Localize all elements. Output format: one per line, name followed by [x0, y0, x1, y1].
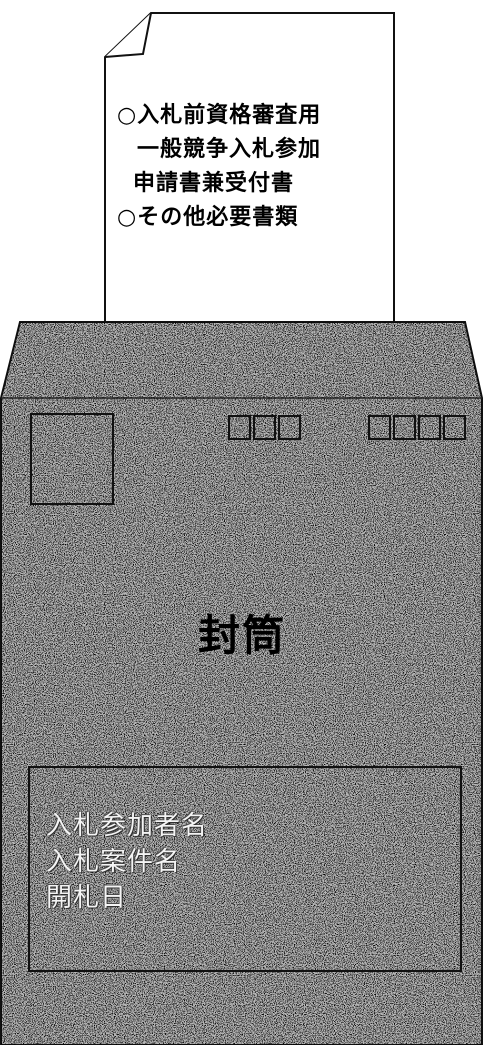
postal-code-box: [443, 415, 466, 440]
stamp-area: [30, 413, 114, 505]
address-line-project: 入札案件名: [46, 847, 182, 877]
document-text: ○入札前資格審査用 一般競争入札参加 申請書兼受付書 ○その他必要書類: [117, 99, 396, 235]
postal-code-box: [393, 415, 416, 440]
postal-code-box: [253, 415, 276, 440]
document-line: ○その他必要書類: [117, 205, 299, 230]
address-box: 入札参加者名 入札案件名 開札日: [28, 766, 462, 972]
address-lines: 入札参加者名 入札案件名 開札日: [46, 808, 208, 916]
envelope: 封筒 入札参加者名 入札案件名 開札日: [0, 320, 484, 1045]
document-line: 申請書兼受付書: [133, 171, 295, 196]
postal-code-boxes-left: [228, 415, 301, 440]
document-sheet: ○入札前資格審査用 一般競争入札参加 申請書兼受付書 ○その他必要書類: [103, 12, 396, 352]
postal-code-boxes-right: [368, 415, 466, 440]
address-line-bidder: 入札参加者名: [46, 811, 209, 841]
postal-code-box: [368, 415, 391, 440]
postal-code-box: [418, 415, 441, 440]
document-line: 一般競争入札参加: [137, 137, 322, 162]
envelope-title: 封筒: [197, 611, 286, 660]
address-line-opening-date: 開札日: [46, 883, 128, 913]
envelope-body: [0, 321, 483, 1045]
postal-code-box: [228, 415, 251, 440]
postal-code-box: [278, 415, 301, 440]
document-line: ○入札前資格審査用: [117, 103, 322, 128]
